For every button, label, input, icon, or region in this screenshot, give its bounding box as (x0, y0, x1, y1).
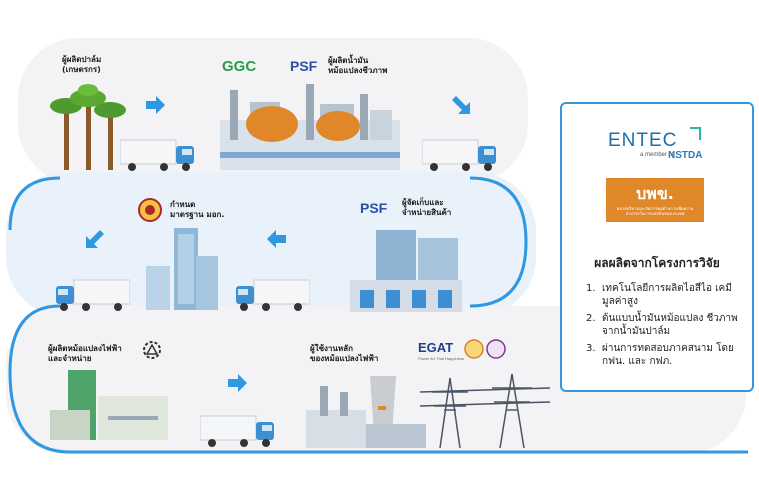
list-item: 1. เทคโนโลยีการผลิตไอสีไอ เคมีมูลค่าสูง (586, 282, 746, 308)
truck-icon (200, 415, 274, 447)
label-transformer-manufacturer: ผู้ผลิตหม้อแปลงไฟฟ้า และจำหน่าย (48, 344, 122, 363)
list-text: ผ่านการทดสอบภาคสนาม โดย กฟน. และ กฟภ. (602, 343, 734, 367)
label-distributor: ผู้จัดเก็บและ จำหน่ายสินค้า (402, 198, 452, 217)
list-number: 2. (586, 313, 596, 324)
truck-icon (56, 279, 130, 311)
truck-icon (236, 279, 310, 311)
list-text: ต้นแบบน้ำมันหม้อแปลง ชีวภาพจากน้ำมันปาล์… (602, 313, 738, 337)
label-standard-setter: กำหนด มาตรฐาน มอก. (170, 200, 225, 219)
factory-icon (220, 84, 400, 170)
panel-title: ผลผลิตจากโครงการวิจัย (594, 256, 720, 270)
building-icon (146, 228, 218, 310)
list-text: เทคโนโลยีการผลิตไอสีไอ เคมีมูลค่าสูง (602, 283, 732, 307)
right-arrow-icon (228, 374, 247, 392)
factory-icon (50, 370, 168, 440)
list-number: 1. (586, 283, 596, 294)
down-right-arrow-icon (452, 96, 470, 114)
list-item: 3. ผ่านการทดสอบภาคสนาม โดย กฟน. และ กฟภ. (586, 342, 746, 368)
bpk-logo: บพข. หน่วยบริหารและจัดการทุนด้านการเพิ่ม… (606, 178, 704, 222)
warehouse-icon (350, 230, 462, 312)
list-item: 2. ต้นแบบน้ำมันหม้อแปลง ชีวภาพจากน้ำมันป… (586, 312, 746, 338)
egat-slogan: Power for Thai Happiness (418, 356, 464, 361)
right-arrow-icon (146, 96, 165, 114)
entec-member-text: a member of (640, 152, 674, 158)
label-palm-farmer: ผู้ผลิตปาล์ม (เกษตรกร) (62, 55, 102, 74)
down-left-arrow-icon (86, 230, 104, 248)
bpk-subtitle: หน่วยบริหารและจัดการทุนด้านการเพิ่มความส… (616, 206, 694, 216)
utility-seals-icon (464, 339, 506, 359)
bpk-title: บพข. (636, 184, 674, 203)
list-number: 3. (586, 343, 596, 354)
label-main-user: ผู้ใช้งานหลัก ของหม้อแปลงไฟฟ้า (310, 344, 379, 363)
transmission-tower-icon (420, 373, 550, 449)
entec-mark-icon (690, 127, 701, 140)
label-oil-producer: ผู้ผลิตน้ำมัน หม้อแปลงชีวภาพ (328, 56, 388, 75)
egat-logo: EGAT (418, 340, 454, 355)
gear-logo-icon (143, 341, 161, 359)
truck-icon (120, 139, 194, 171)
psf-logo: PSF (290, 58, 318, 74)
research-output-panel: ENTEC a member of NSTDA บพข. หน่วยบริหาร… (560, 102, 754, 392)
ggc-logo: GGC (222, 58, 257, 75)
psf-logo-row2: PSF (360, 200, 388, 216)
truck-icon (422, 139, 496, 171)
nstda-logo: NSTDA (668, 150, 703, 161)
power-plant-icon (306, 376, 426, 448)
left-arrow-icon (267, 230, 286, 248)
tis-seal-icon (138, 198, 162, 222)
output-list: 1. เทคโนโลยีการผลิตไอสีไอ เคมีมูลค่าสูง … (586, 282, 746, 368)
palm-tree-icon (50, 84, 126, 170)
entec-logo: ENTEC (608, 130, 678, 151)
